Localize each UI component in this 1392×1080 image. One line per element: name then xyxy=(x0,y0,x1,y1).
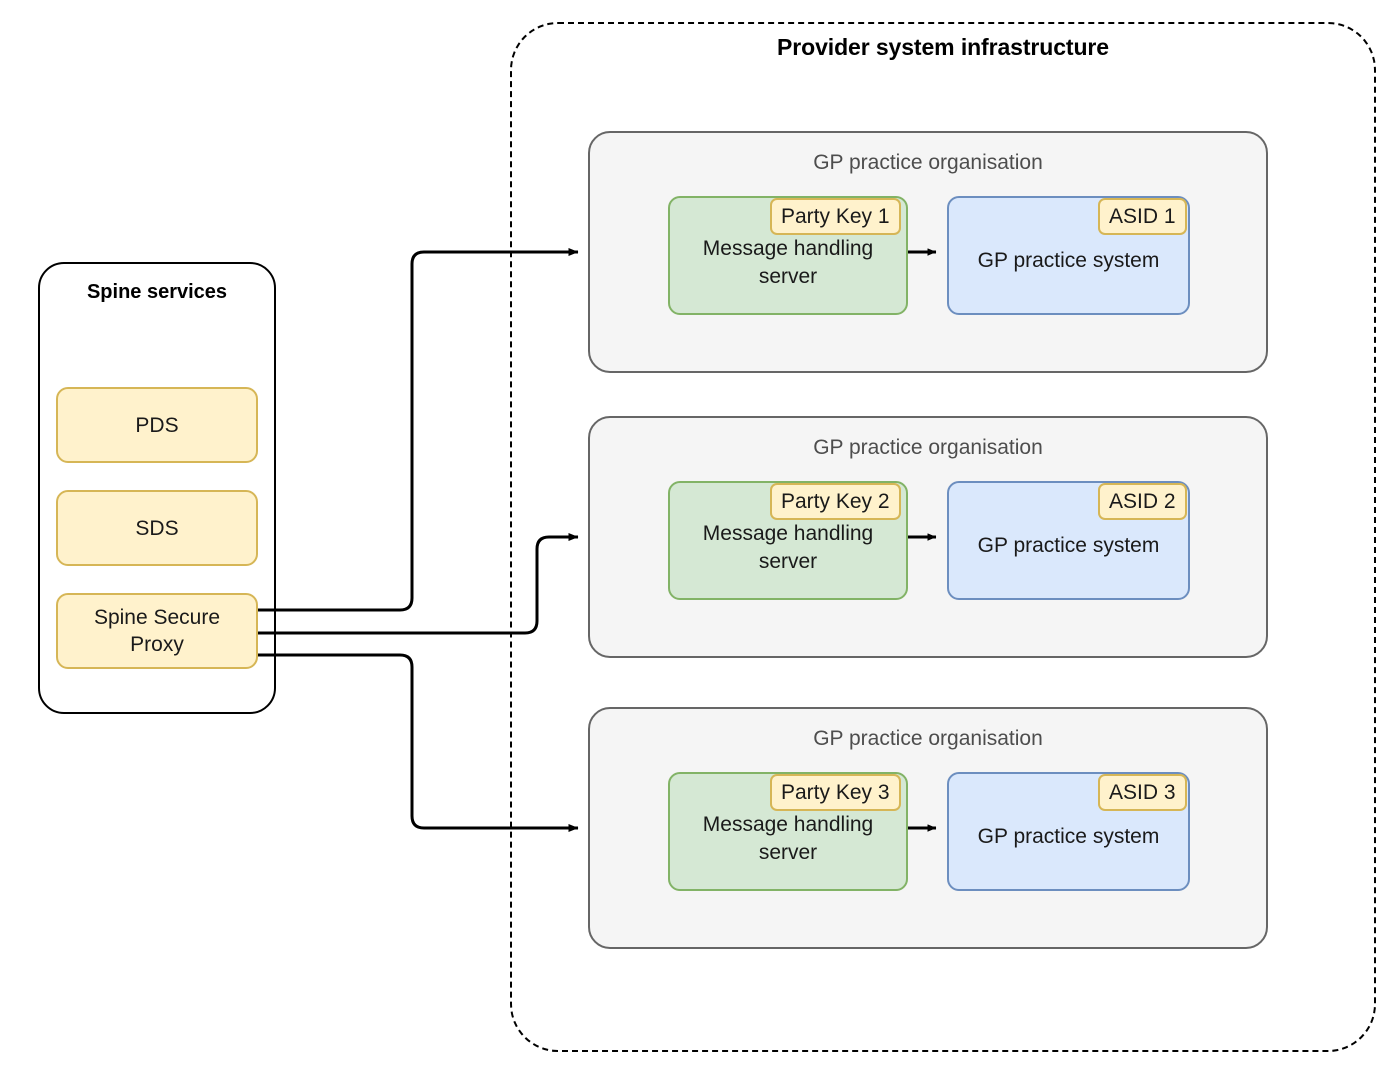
gp-practice-organisation-1-label: GP practice organisation xyxy=(813,151,1043,174)
asid-badge-3: ASID 3 xyxy=(1098,774,1187,811)
gp-practice-organisation-2-label: GP practice organisation xyxy=(813,436,1043,459)
gp-practice-organisation-3-label: GP practice organisation xyxy=(813,727,1043,750)
asid-badge-2: ASID 2 xyxy=(1098,483,1187,520)
spine-service-pds[interactable]: PDS xyxy=(56,387,258,463)
gp-practice-organisation-3: GP practice organisation Message handlin… xyxy=(588,707,1268,949)
gp-practice-organisation-1: GP practice organisation Message handlin… xyxy=(588,131,1268,373)
message-handling-server-1-label: Message handling server xyxy=(702,236,874,288)
asid-badge-1-label: ASID 1 xyxy=(1109,204,1176,228)
gp-practice-system-1-label: GP practice system xyxy=(977,248,1160,272)
asid-badge-1: ASID 1 xyxy=(1098,198,1187,235)
provider-system-title: Provider system infrastructure xyxy=(777,34,1109,60)
gp-practice-system-2-label: GP practice system xyxy=(977,533,1160,557)
party-key-badge-2-label: Party Key 2 xyxy=(781,489,890,513)
party-key-badge-3-label: Party Key 3 xyxy=(781,780,890,804)
message-handling-server-2-label: Message handling server xyxy=(702,521,874,573)
asid-badge-2-label: ASID 2 xyxy=(1109,489,1176,513)
asid-badge-3-label: ASID 3 xyxy=(1109,780,1176,804)
gp-practice-system-3-label: GP practice system xyxy=(977,824,1160,848)
message-handling-server-3-label: Message handling server xyxy=(702,812,874,864)
party-key-badge-1-label: Party Key 1 xyxy=(781,204,890,228)
spine-service-pds-label: PDS xyxy=(135,413,179,437)
spine-service-sds[interactable]: SDS xyxy=(56,490,258,566)
spine-service-sds-label: SDS xyxy=(135,516,179,540)
spine-services-title: Spine services xyxy=(86,281,228,303)
party-key-badge-2: Party Key 2 xyxy=(770,483,901,520)
gp-practice-organisation-2: GP practice organisation Message handlin… xyxy=(588,416,1268,658)
message-handling-server-3[interactable]: Message handling server xyxy=(668,772,908,891)
party-key-badge-3: Party Key 3 xyxy=(770,774,901,811)
party-key-badge-1: Party Key 1 xyxy=(770,198,901,235)
